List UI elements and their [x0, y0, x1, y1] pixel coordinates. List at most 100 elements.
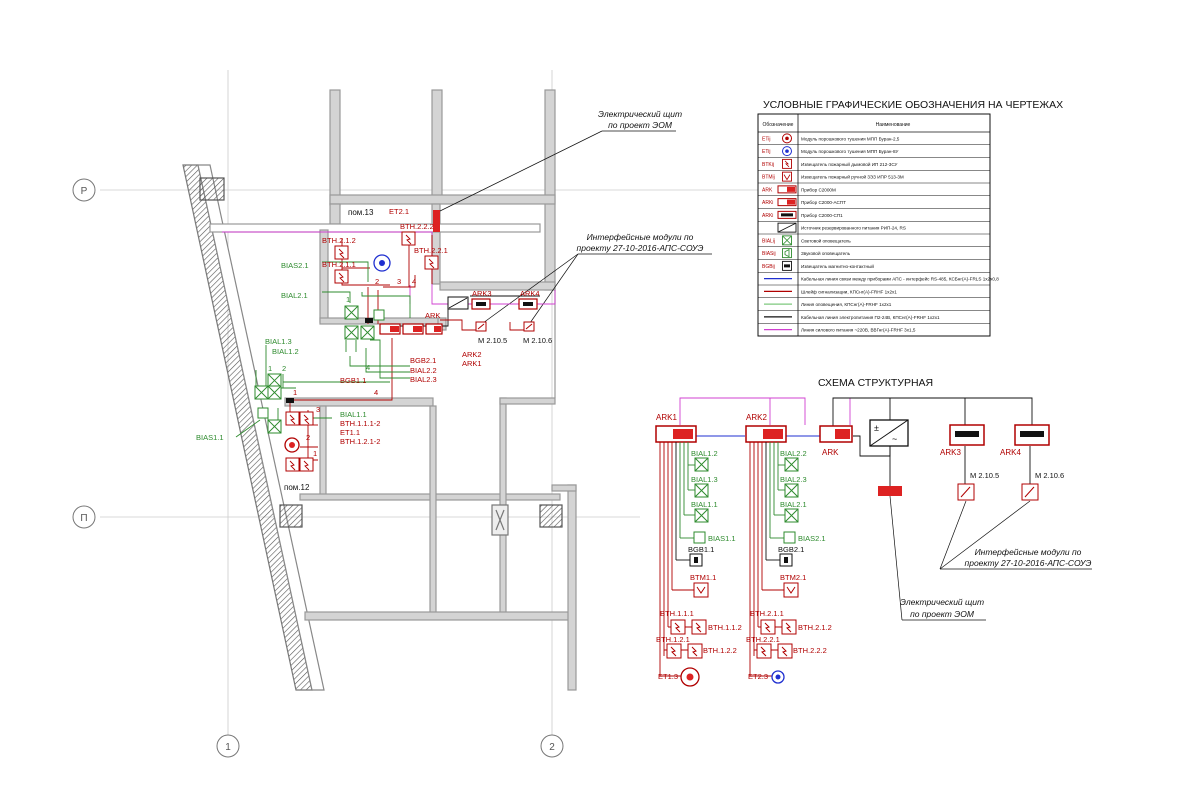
lbl-bth222: BTH.2.2.2 — [400, 222, 434, 231]
lbl-bth111-2: BTH.1.1.1-2 — [340, 419, 380, 428]
schema-ark1-devices — [666, 457, 709, 687]
lbl-m2105: M 2.10.5 — [478, 336, 507, 345]
legend-row-name: Источник резервированного питания РИП-24… — [801, 226, 906, 231]
legend-row: ARKi Прибор С2000-АСПТ — [758, 198, 990, 209]
legend-row-name: Извещатель пожарный дымовой ИП 212-3СУ — [801, 161, 898, 167]
legend-row: BTMij Извещатель пожарный ручной 3ЭЗ ИПР … — [758, 171, 990, 184]
schema-lbl-ark3: ARK3 — [940, 448, 961, 457]
legend-row-name: Звуковой оповещатель — [801, 250, 851, 256]
magnetic-contact-icon — [782, 260, 792, 271]
legend-row-name: Шлейф сигнализации, КПСнг(А)-FRHF 1х2х1 — [801, 288, 897, 294]
schema-lbl-bgb11: BGB1.1 — [688, 545, 714, 554]
device-c2000m-icon — [777, 185, 797, 194]
schema-lbl-bth121: BTH.1.2.1 — [656, 635, 690, 644]
legend-row-name: Прибор С2000-АСПТ — [801, 200, 846, 205]
plan-labels: ET2.1 BTH.2.1.2 BTH.2.1.1 BTH.2.2.2 BTH.… — [196, 207, 552, 458]
schema-ark2-labels: BIAL2.2 BIAL2.3 BIAL2.1 BIAS2.1 BGB2.1 B… — [746, 449, 832, 681]
lbl-n3-a: 3 — [397, 277, 401, 286]
plan-callout-interface-modules: Интерфейсные модули по проекту 27-10-201… — [482, 232, 712, 324]
lbl-ark3: ARK3 — [472, 289, 492, 298]
svg-text:±: ± — [874, 423, 879, 433]
plan-bias21-sound-icon — [373, 309, 385, 321]
legend-row-name: Прибор С2000-СП1 — [801, 213, 843, 218]
schema-callout-interface-modules: Интерфейсные модули по проекту 27-10-201… — [939, 500, 1092, 570]
legend-row-name: Кабельная линия электропитания П2-24В, К… — [801, 315, 940, 320]
legend-row: Линия силового питания ~220В, ВВГнг(А)-F… — [758, 328, 990, 337]
lbl-n4-c: 4 — [374, 388, 378, 397]
lbl-bgb11: BGB1.1 — [340, 376, 366, 385]
facade-wall — [182, 164, 313, 691]
legend-row-code: ARK — [762, 187, 773, 193]
lbl-bial23: BIAL2.3 — [410, 375, 437, 384]
lbl-n4-b: 4 — [366, 363, 370, 372]
grid-bubble-2 — [540, 734, 564, 758]
legend-row-name: Модуль порошкового тушения МПП Буран-2,5 — [801, 136, 900, 141]
legend-row-name: Извещатель пожарный ручной 3ЭЗ ИПР 513-3… — [801, 174, 904, 180]
svg-text:~: ~ — [892, 434, 897, 444]
plan-bth222-smoke-icon — [401, 231, 416, 246]
lbl-n1-b: 1 — [268, 364, 272, 373]
lbl-bth121-2: BTH.1.2.1-2 — [340, 437, 380, 446]
sound-annunciator-icon — [782, 248, 792, 259]
schema-lbl-ark: ARK — [822, 448, 839, 457]
schema-lbl-bth111: BTH.1.1.1 — [660, 609, 694, 618]
schema-lbl-bial11: BIAL1.1 — [691, 500, 718, 509]
legend-row: ETij Модуль порошкового тушения МПП Буран… — [758, 133, 990, 145]
plan-bgb21-contact-icon — [365, 318, 373, 323]
schema-lbl-bias11: BIAS1.1 — [708, 534, 736, 543]
lbl-bias21: BIAS2.1 — [281, 261, 309, 270]
plan-bth121-smoke-icon — [285, 457, 300, 472]
schema-electrical-panel — [878, 486, 902, 496]
schema-lbl-bth112: BTH.1.1.2 — [708, 623, 742, 632]
plan-bth211-smoke-icon — [334, 269, 349, 284]
lbl-bth211: BTH.2.1.1 — [322, 260, 356, 269]
legend-row-code: BTKij — [762, 162, 774, 168]
legend-row-name: Световой оповещатель — [801, 237, 851, 243]
lbl-n2-b: 2 — [282, 364, 286, 373]
legend-row: BIALij Световой оповещатель — [758, 235, 990, 247]
legend-row-code: BGBij — [762, 264, 775, 270]
legend-row: Шлейф сигнализации, КПСнг(А)-FRHF 1х2х1 — [758, 288, 990, 298]
legend-row-code: ARKi — [762, 213, 773, 219]
structural-schema: СХЕМА СТРУКТУРНАЯ ± ~ — [655, 377, 1092, 687]
grid-label-p-bottom: П — [80, 513, 87, 524]
legend-row-code: BTMij — [762, 175, 775, 181]
legend-row-name: Линия оповещения, КПСнг(А)-FRHF 1х2х1 — [801, 302, 892, 307]
plan-callout-interface-line2: проекту 27-10-2016-АПС-СОУЭ — [577, 243, 704, 253]
schema-lbl-bth221: BTH.2.2.1 — [746, 635, 780, 644]
schema-lbl-bial21: BIAL2.1 — [780, 500, 807, 509]
schema-lbl-btm11: BTM1.1 — [690, 573, 716, 582]
lbl-n1-d: 1 — [313, 449, 317, 458]
plan-callout-electrical-panel-line1: Электрический щит — [598, 109, 682, 119]
lbl-bial22: BIAL2.2 — [410, 366, 437, 375]
legend-row: BTKij Извещатель пожарный дымовой ИП 212-… — [758, 158, 990, 171]
legend-row: Кабельная линия электропитания П2-24В, К… — [758, 315, 990, 324]
blue-circle-icon — [782, 146, 792, 157]
lbl-bth212: BTH.2.1.2 — [322, 236, 356, 245]
lbl-et11: ET1.1 — [340, 428, 360, 437]
schema-title: СХЕМА СТРУКТУРНАЯ — [818, 377, 933, 389]
lbl-bial11: BIAL1.1 — [340, 410, 367, 419]
lbl-et21: ET2.1 — [389, 207, 409, 216]
device-sp1-icon — [777, 210, 797, 219]
legend-row: Кабельная линия связи между приборами АП… — [758, 276, 999, 286]
legend-row-code: BIALij — [762, 238, 775, 244]
legend-row-code: ETij — [762, 136, 770, 142]
lbl-n1-c: 1 — [293, 388, 297, 397]
schema-btm11-manual-icon — [693, 582, 709, 598]
manual-call-point-icon — [782, 171, 792, 182]
schema-callout-interface-line2: проекту 27-10-2016-АПС-СОУЭ — [965, 558, 1092, 568]
schema-lbl-m2106: M 2.10.6 — [1035, 471, 1064, 480]
lbl-ark4: ARK4 — [520, 289, 540, 298]
plan-bth212-smoke-icon — [334, 245, 349, 260]
power-supply-icon — [777, 222, 797, 233]
lbl-bial13: BIAL1.3 — [265, 337, 292, 346]
legend-row-code: ARKi — [762, 200, 773, 206]
lbl-bial21: BIAL2.1 — [281, 291, 308, 300]
plan-callout-interface-line1: Интерфейсные модули по — [587, 232, 694, 242]
schema-lbl-bth211: BTH.2.1.1 — [750, 609, 784, 618]
plan-bgb11-contact-icon — [286, 398, 294, 403]
